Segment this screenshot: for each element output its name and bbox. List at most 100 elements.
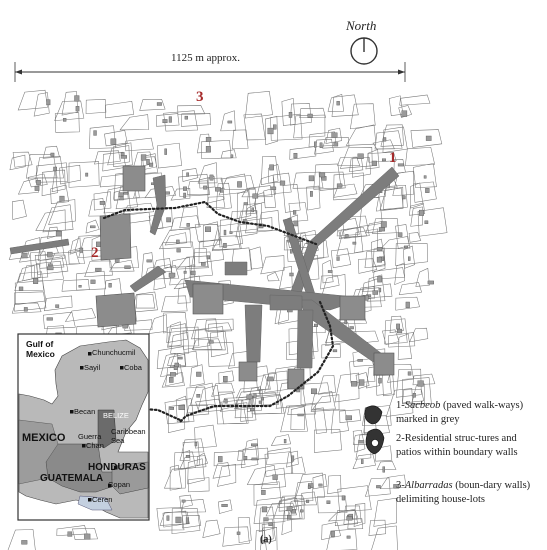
structure-mark [118,192,124,198]
structure-mark [260,540,265,544]
lot-boundary [286,450,299,468]
structure-mark [424,220,429,225]
lot-boundary [408,232,422,243]
lot-boundary [347,518,364,530]
lot-boundary [25,154,58,179]
north-arrow-icon [350,37,378,65]
structure-mark [293,210,297,215]
lot-boundary [243,113,266,141]
structure-mark [346,516,353,521]
lot-boundary [270,434,292,446]
lot-boundary [402,245,415,269]
lot-boundary [164,232,187,246]
lot-boundary [336,217,360,237]
lot-boundary [373,497,397,527]
lot-boundary [119,114,150,131]
lot-boundary [167,321,182,348]
marker-3: 3 [196,89,204,105]
lot-boundary [349,103,376,130]
lot-boundary [9,154,26,171]
structure-mark [194,442,198,447]
lot-boundary [379,474,407,489]
lot-boundary [196,452,208,467]
structure-mark [243,202,248,206]
lot-boundary [189,364,205,387]
lot-boundary [409,202,426,216]
lot-boundary [171,508,201,535]
inset-site-guerra: Guerra [78,432,102,441]
structure-mark [196,371,202,377]
structure-mark [246,394,253,400]
lot-boundary [177,105,206,115]
lot-boundary [264,370,288,393]
lot-boundary [35,162,69,183]
lot-boundary [222,526,250,547]
inset-belize-label: BELIZE [103,411,129,420]
lot-boundary [237,517,252,544]
lot-boundary [263,187,276,209]
lot-boundary [352,429,366,453]
structure-mark [297,413,304,417]
structure-mark [236,531,241,535]
lot-boundary [181,438,205,453]
lot-boundary [310,391,336,411]
lot-boundary [157,142,182,169]
structure-mark [47,251,53,258]
lot-boundary [376,460,397,470]
structure-mark [425,188,430,193]
structure-mark [357,359,363,362]
structure-mark [205,136,212,142]
structure-mark [164,148,167,155]
structure-mark [327,270,333,273]
lot-boundary [210,331,229,358]
lot-boundary [159,511,190,526]
inset-site-chan: Chan [86,441,104,450]
lot-boundary [300,382,332,405]
lot-boundary [291,456,306,475]
lot-boundary [394,262,405,286]
structure-mark [146,159,150,165]
structure-mark [310,191,313,197]
lot-boundary [109,259,135,272]
lot-boundary [113,142,133,167]
lot-boundary [220,110,236,132]
lot-boundary [374,445,393,462]
lot-boundary [293,481,314,503]
lot-boundary [314,429,342,453]
lot-boundary [405,147,436,166]
structure-mark [162,119,168,124]
structure-mark [269,164,275,171]
structure-mark [352,241,357,245]
lot-boundary [255,529,267,550]
lot-boundary [255,365,271,390]
lot-boundary [197,162,218,184]
structure-mark [185,455,190,458]
lot-boundary [218,370,235,384]
legend-item-1: 1-Sacbeob (paved walk-ways) marked in gr… [396,400,524,425]
lot-boundary [342,215,370,239]
lot-boundary [244,91,273,119]
lot-boundary [186,386,208,414]
structure-mark [267,127,274,135]
lot-boundary [192,338,223,350]
lot-boundary [330,409,349,434]
lot-boundary [299,107,326,119]
structure-mark [293,152,298,159]
lot-boundary [415,267,430,287]
structure-mark [201,262,206,266]
lot-boundary [245,217,273,234]
lot-boundary [94,150,121,165]
lot-boundary [220,149,237,159]
structure-mark [289,272,294,277]
structure-mark [345,415,352,421]
lot-boundary [163,467,186,489]
lot-boundary [289,103,312,126]
structure-mark [90,279,96,284]
lot-boundary [182,441,201,469]
structure-mark [291,509,296,514]
structure-mark [251,457,258,461]
lot-boundary [266,447,293,465]
lot-boundary [383,186,404,211]
structure-mark [371,160,377,166]
lot-boundary [322,259,334,284]
